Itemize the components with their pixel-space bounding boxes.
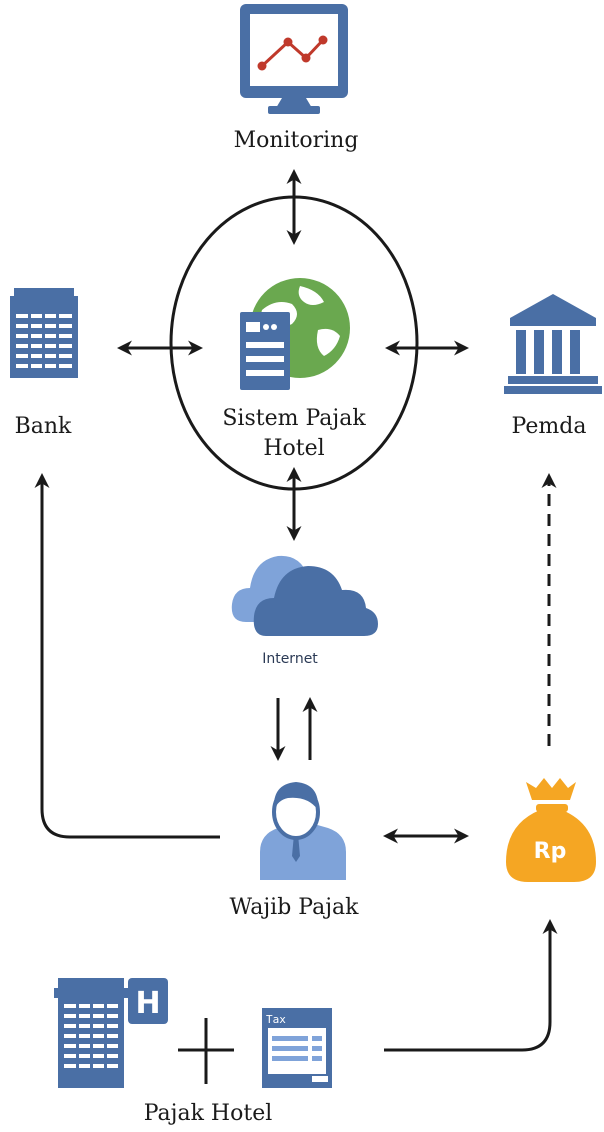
- pajak-hotel-label: Pajak Hotel: [144, 1101, 273, 1126]
- person-icon: [260, 782, 346, 880]
- system-label-line1: Sistem Pajak: [222, 406, 366, 431]
- internet-label: Internet: [262, 651, 318, 667]
- system-label-line2: Hotel: [263, 436, 324, 461]
- office-building-icon: [10, 288, 78, 378]
- arrow-wajib-pajak-to-bank: [34, 473, 220, 839]
- hotel-sign-letter: H: [135, 986, 160, 1021]
- money-bag-icon: Rp: [506, 778, 596, 882]
- hotel-building-icon: H: [54, 978, 168, 1088]
- wajib-pajak-label: Wajib Pajak: [230, 895, 360, 920]
- government-building-icon: [504, 294, 602, 394]
- arrow-pajak-hotel-to-money: [384, 919, 558, 1052]
- tax-form-title: Tax: [266, 1013, 286, 1026]
- pemda-label: Pemda: [512, 414, 587, 439]
- tax-form-icon: Tax: [262, 1008, 332, 1088]
- money-bag-currency: Rp: [534, 839, 567, 864]
- monitor-chart-icon: [240, 4, 348, 114]
- bank-label: Bank: [15, 414, 72, 439]
- cloud-icon: [231, 555, 378, 636]
- monitoring-label: Monitoring: [234, 128, 359, 153]
- server-globe-icon: [240, 278, 350, 390]
